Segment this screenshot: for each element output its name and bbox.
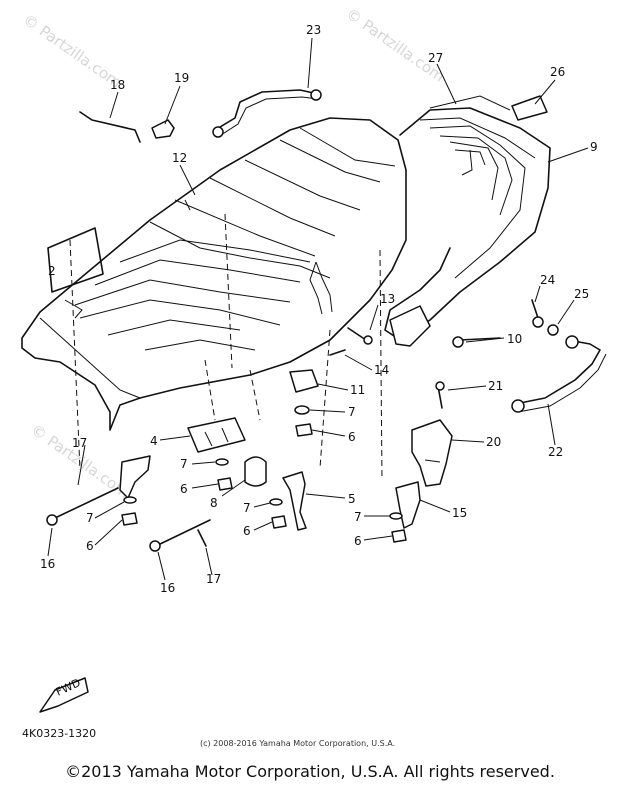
callout-7e: 7 — [86, 511, 94, 525]
callout-16a: 16 — [40, 557, 55, 571]
callout-7d: 7 — [354, 510, 362, 524]
part-17-bracket — [119, 455, 151, 499]
part-5-bracket — [282, 471, 307, 531]
callout-21: 21 — [488, 379, 503, 393]
callout-6e: 6 — [86, 539, 94, 553]
part-13-bolt — [347, 327, 367, 341]
callout-19: 19 — [174, 71, 189, 85]
callout-18: 18 — [110, 78, 125, 92]
fwd-arrow-icon: FWD — [39, 676, 89, 713]
part-15-bracket — [395, 481, 421, 529]
callout-6b: 6 — [180, 482, 188, 496]
callout-14: 14 — [374, 363, 389, 377]
leader-lines — [47, 37, 589, 581]
part-4-bracket — [187, 417, 246, 453]
footer-copyright: ©2013 Yamaha Motor Corporation, U.S.A. A… — [65, 762, 555, 781]
callout-15: 15 — [452, 506, 467, 520]
callout-17a: 17 — [72, 436, 87, 450]
callout-27: 27 — [428, 51, 443, 65]
callout-5: 5 — [348, 492, 356, 506]
part-10-bolt — [459, 337, 501, 341]
callout-6a: 6 — [348, 430, 356, 444]
part-11-bracket — [289, 369, 319, 393]
part-2-tag — [47, 227, 104, 293]
callout-8: 8 — [210, 496, 218, 510]
tail-bracket — [389, 305, 431, 347]
part-23-grab-bar — [214, 89, 319, 131]
callout-25: 25 — [574, 287, 589, 301]
part-17-pin — [197, 529, 207, 547]
inner-copyright: (c) 2008-2016 Yamaha Motor Corporation, … — [200, 739, 395, 748]
callout-6d: 6 — [354, 534, 362, 548]
part-22-grab-bar — [514, 339, 601, 405]
part-24-bolt — [531, 299, 539, 319]
seat-assembly — [21, 117, 407, 431]
callout-17b: 17 — [206, 572, 221, 586]
callout-9: 9 — [590, 140, 598, 154]
part-8-damper — [244, 456, 267, 487]
callout-16b: 16 — [160, 581, 175, 595]
part-27-pad — [429, 95, 511, 111]
callout-10: 10 — [507, 332, 522, 346]
callout-12: 12 — [172, 151, 187, 165]
callout-4: 4 — [150, 434, 158, 448]
watermark-left: © Partzilla.com — [28, 421, 133, 502]
callout-2: 2 — [48, 264, 56, 278]
callout-7a: 7 — [348, 405, 356, 419]
part-16-bolt-left — [54, 487, 119, 519]
part-20-bracket — [411, 419, 453, 487]
callout-7b: 7 — [180, 457, 188, 471]
callout-7c: 7 — [243, 501, 251, 515]
part-18-rod — [79, 111, 141, 143]
callout-13: 13 — [380, 292, 395, 306]
callout-11: 11 — [350, 383, 365, 397]
part-19-bracket — [151, 119, 175, 139]
tail-cover — [384, 107, 551, 341]
callout-22: 22 — [548, 445, 563, 459]
watermark-top-right: © Partzilla.com — [343, 5, 448, 86]
part-14-bolt — [329, 349, 346, 356]
callout-20: 20 — [486, 435, 501, 449]
part-26-tag — [511, 95, 548, 121]
callout-26: 26 — [550, 65, 565, 79]
callout-labels: 23 27 26 9 18 19 12 2 13 24 25 10 14 11 … — [40, 23, 598, 595]
part-25-washer — [547, 324, 559, 336]
diagram-code: 4K0323-1320 — [22, 727, 96, 740]
callout-23: 23 — [306, 23, 321, 37]
callout-24: 24 — [540, 273, 555, 287]
part-16-bolt-center — [157, 519, 211, 546]
callout-6c: 6 — [243, 524, 251, 538]
